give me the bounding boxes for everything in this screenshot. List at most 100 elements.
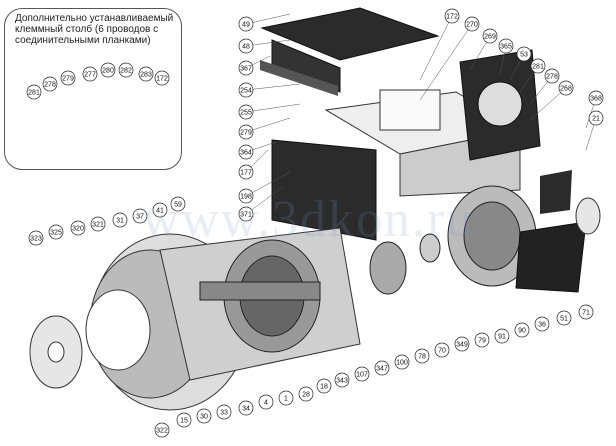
terminal-block-inset: Дополнительно устанавливаемый клеммный с…	[4, 8, 182, 170]
callout-circle	[534, 316, 550, 332]
callout-number: 323	[30, 235, 42, 242]
callout-number: 349	[456, 341, 468, 348]
callout-368: 368	[585, 90, 604, 129]
callout-number: 15	[180, 417, 188, 424]
callout-number: 172	[446, 13, 458, 20]
callout-circle	[216, 404, 232, 420]
grill-cover	[515, 170, 587, 293]
callout-circle	[354, 366, 370, 382]
callout-circle	[588, 110, 604, 126]
callout-78: 78	[414, 348, 430, 364]
callout-70: 70	[434, 342, 450, 358]
callout-number: 320	[72, 225, 84, 232]
callout-circle	[482, 28, 498, 44]
callout-number: 79	[478, 337, 486, 344]
callout-347: 347	[374, 360, 390, 376]
callout-circle	[154, 422, 170, 438]
callout-number: 28	[302, 391, 310, 398]
exciter-assembly	[369, 185, 537, 295]
callout-79: 79	[474, 332, 490, 348]
callout-circle	[238, 60, 254, 76]
callout-28: 28	[298, 386, 314, 402]
callout-number: 268	[560, 85, 572, 92]
callout-circle	[434, 342, 450, 358]
callout-number: 107	[356, 371, 368, 378]
callout-number: 321	[92, 221, 104, 228]
callout-31: 31	[112, 212, 128, 228]
callout-circle	[414, 348, 430, 364]
callout-circle	[578, 304, 594, 320]
callout-circle	[238, 16, 254, 32]
callout-365: 365	[498, 38, 514, 75]
callout-circle	[394, 354, 410, 370]
callout-number: 269	[484, 33, 496, 40]
callout-circle	[238, 124, 254, 140]
callout-49: 49	[238, 13, 291, 32]
callout-number: 1	[284, 395, 288, 402]
callout-91: 91	[494, 328, 510, 344]
callout-254: 254	[238, 82, 301, 98]
callout-circle	[258, 394, 274, 410]
callout-number: 364	[240, 149, 252, 156]
callout-number: 59	[174, 201, 182, 208]
callout-circle	[498, 38, 514, 54]
callout-circle	[556, 310, 572, 326]
callout-number: 278	[546, 73, 558, 80]
callout-circle	[454, 336, 470, 352]
callout-circle	[530, 58, 546, 74]
callout-number: 100	[396, 359, 408, 366]
callout-30: 30	[196, 408, 212, 424]
callout-circle	[112, 212, 128, 228]
callout-number: 48	[242, 43, 250, 50]
callout-36: 36	[534, 316, 550, 332]
callout-circle	[152, 202, 168, 218]
callout-circle	[238, 164, 254, 180]
callout-349: 349	[454, 336, 470, 352]
callout-number: 368	[590, 95, 602, 102]
callout-circle	[374, 360, 390, 376]
callout-4: 4	[258, 394, 274, 410]
callout-circle	[494, 328, 510, 344]
callout-circle	[516, 46, 532, 62]
callout-number: 322	[156, 427, 168, 434]
callout-number: 36	[538, 321, 546, 328]
callout-circle	[298, 386, 314, 402]
callout-107: 107	[354, 366, 370, 382]
callout-number: 41	[156, 207, 164, 214]
callout-number: 255	[240, 109, 252, 116]
callout-circle	[464, 16, 480, 32]
callout-number: 367	[240, 65, 252, 72]
callout-number: 70	[438, 347, 446, 354]
callout-circle	[196, 408, 212, 424]
callout-number: 21	[592, 115, 600, 122]
callout-number: 347	[376, 365, 388, 372]
callout-number: 254	[240, 87, 252, 94]
callout-41: 41	[152, 202, 168, 218]
callout-circle	[170, 196, 186, 212]
callout-number: 270	[466, 21, 478, 28]
callout-number: 37	[136, 213, 144, 220]
callout-343: 343	[334, 372, 350, 388]
callout-323: 323	[28, 230, 44, 246]
callout-circle	[544, 68, 560, 84]
callout-367: 367	[238, 55, 271, 76]
callout-circle	[238, 206, 254, 222]
callout-number: 31	[116, 217, 124, 224]
callout-198: 198	[238, 171, 291, 204]
callout-number: 371	[240, 211, 252, 218]
callout-circle	[238, 188, 254, 204]
callout-371: 371	[238, 185, 285, 222]
callout-59: 59	[170, 196, 186, 212]
callout-number: 90	[518, 327, 526, 334]
callout-number: 49	[242, 21, 250, 28]
callout-number: 177	[240, 169, 252, 176]
callout-labels: 4948367254255279364177198371172270269365…	[28, 8, 604, 438]
callout-number: 18	[320, 383, 328, 390]
callout-177: 177	[238, 149, 269, 180]
callout-33: 33	[216, 404, 232, 420]
callout-number: 343	[336, 377, 348, 384]
generator-housing	[85, 227, 361, 411]
callout-278: 278	[529, 68, 560, 105]
callout-number: 91	[498, 333, 506, 340]
callout-number: 51	[560, 315, 568, 322]
